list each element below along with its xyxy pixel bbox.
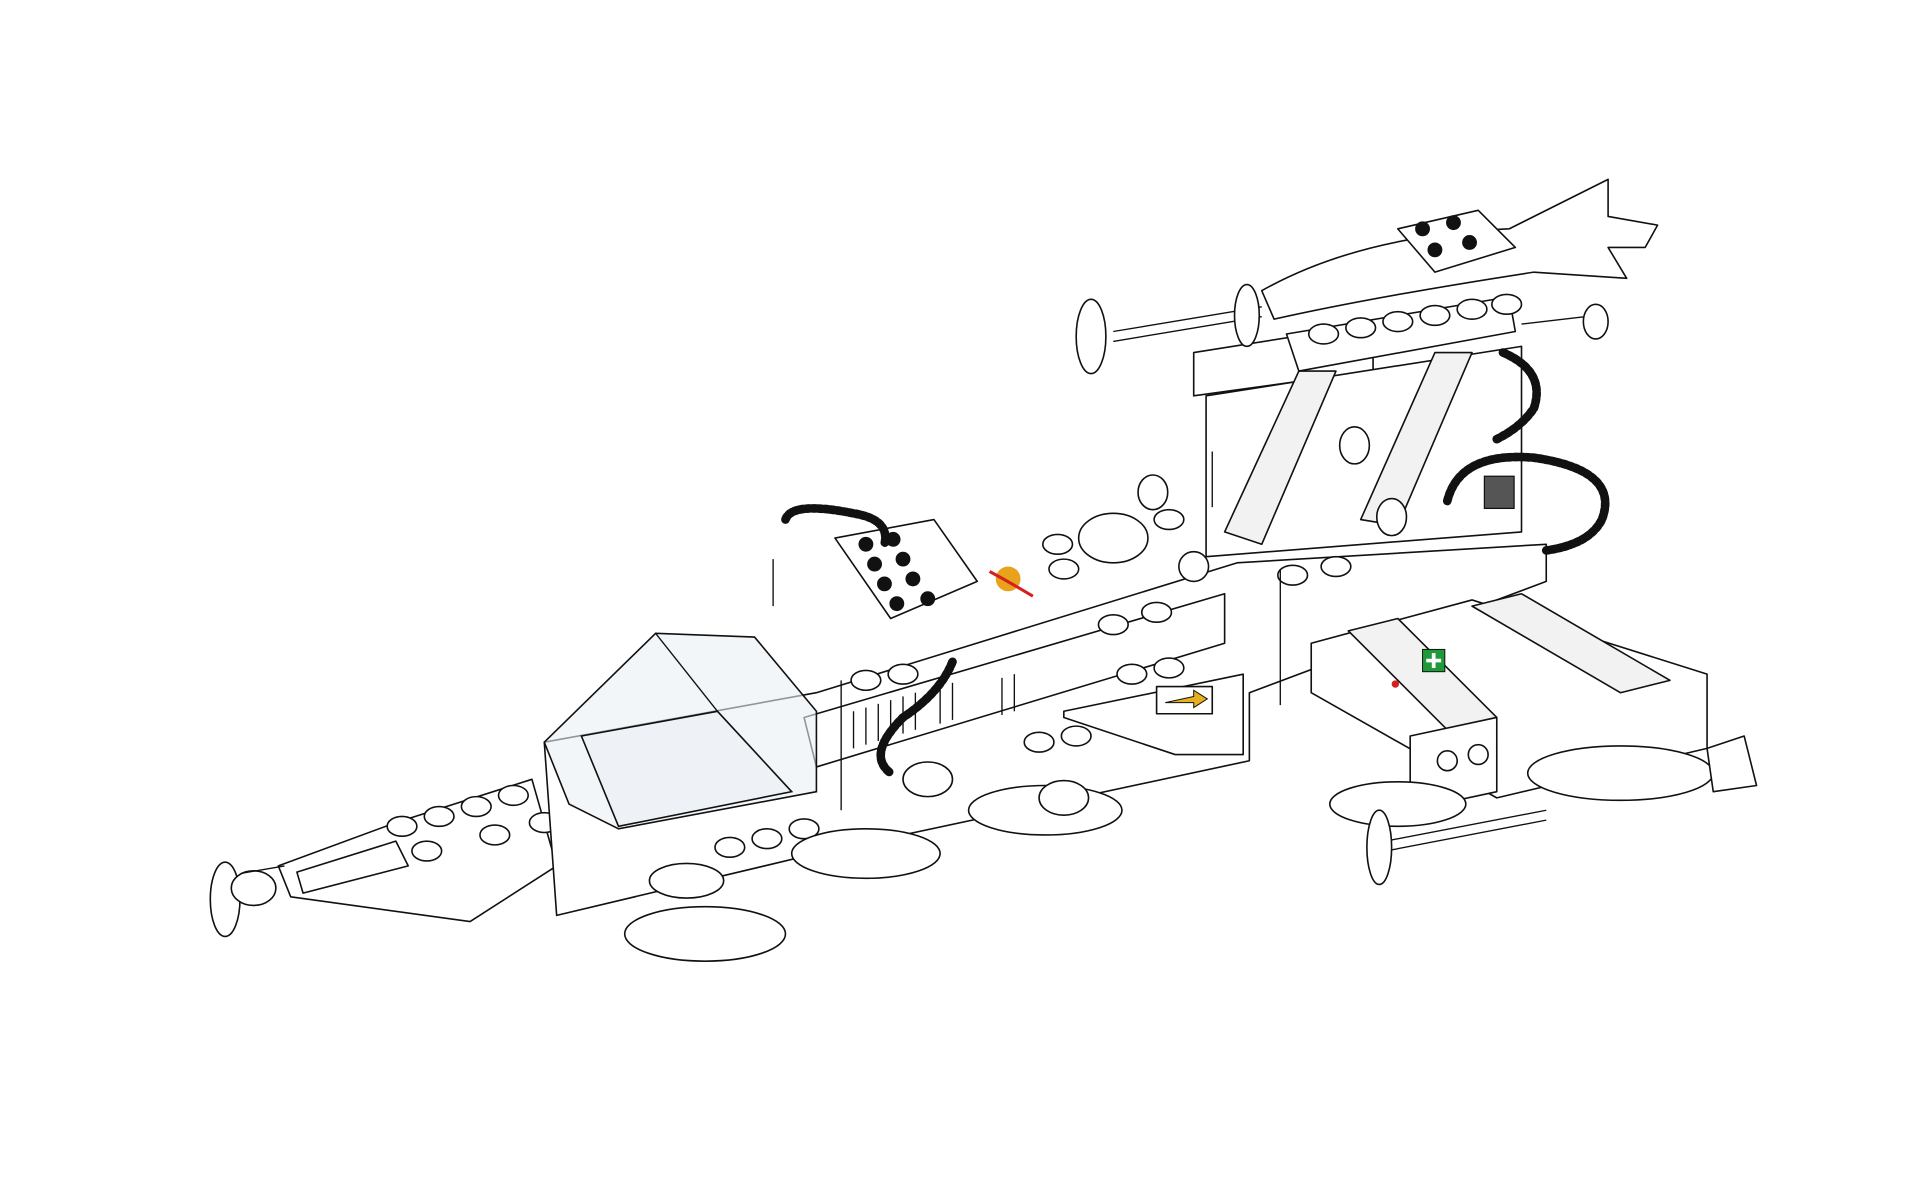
nose-assembly — [209, 778, 560, 938]
gray-block — [1483, 475, 1515, 510]
planet-logo-sticker — [988, 566, 1034, 598]
cockpit-canopy — [543, 632, 818, 830]
arrow-sticker — [1155, 685, 1214, 715]
hoses — [781, 348, 1610, 778]
hull-studs — [714, 474, 1352, 859]
front-plate — [834, 518, 979, 620]
antennas — [772, 451, 1281, 811]
engines — [623, 735, 1758, 962]
top-missile — [1075, 178, 1659, 375]
rear-tower — [1192, 293, 1523, 558]
nose-studs — [386, 784, 560, 862]
